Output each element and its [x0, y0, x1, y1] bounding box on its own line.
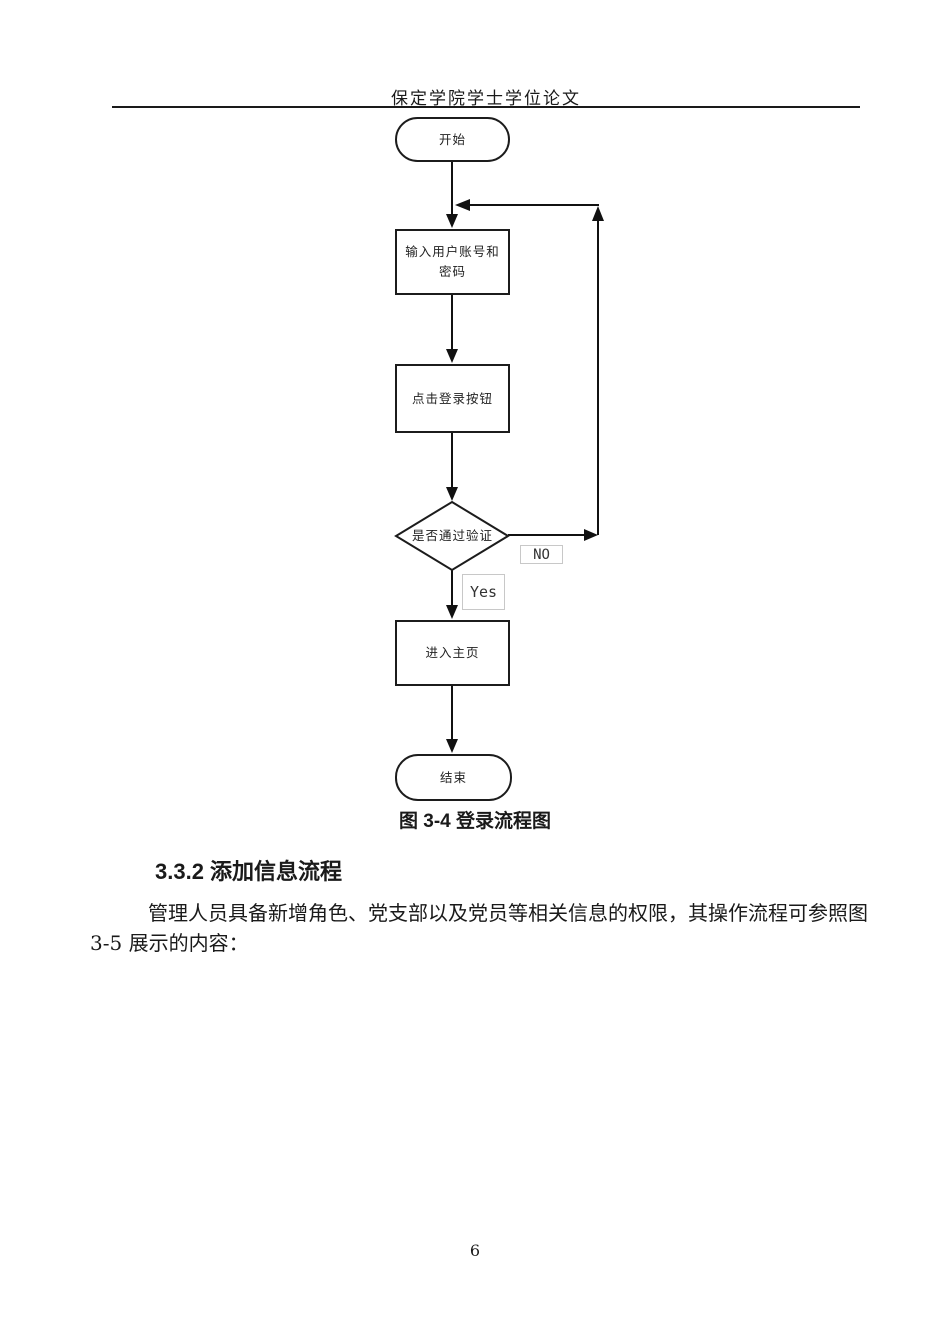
figure-caption: 图 3-4 登录流程图: [398, 811, 552, 832]
paragraph-line-2: 3-5 展示的内容：: [90, 931, 249, 955]
no-branch-label: NO: [520, 545, 563, 564]
verify-decision-label: 是否通过验证: [411, 528, 493, 543]
input-credentials-node: 输入用户账号和密码: [395, 229, 510, 295]
verify-decision-label-box: 是否通过验证: [397, 502, 508, 570]
enter-homepage-node: 进入主页: [395, 620, 510, 686]
no-branch-text: NO: [533, 546, 550, 563]
start-node-label: 开始: [438, 131, 466, 147]
end-node: 结束: [395, 754, 512, 801]
yes-branch-label: Yes: [462, 574, 505, 610]
arrowhead-down-verify: [446, 487, 458, 501]
input-credentials-label: 输入用户账号和密码: [405, 244, 500, 279]
header-rule: [112, 106, 860, 108]
decision-diamond: [394, 500, 510, 572]
yes-branch-text: Yes: [469, 583, 498, 601]
section-heading: 3.3.2 添加信息流程: [155, 859, 343, 884]
arrowhead-up-loop: [592, 206, 604, 221]
arrowhead-down-home: [446, 605, 458, 619]
click-login-label: 点击登录按钮: [411, 390, 493, 406]
enter-homepage-label: 进入主页: [425, 645, 480, 660]
paragraph-line-1: 管理人员具备新增角色、党支部以及党员等相关信息的权限，其操作流程可参照图: [148, 901, 868, 925]
end-node-label: 结束: [439, 769, 467, 785]
arrowhead-left-loop: [455, 199, 470, 211]
click-login-node: 点击登录按钮: [395, 364, 510, 433]
arrowhead-down-login: [446, 349, 458, 363]
page-number: 6: [469, 1241, 481, 1260]
page-header-title: 保定学院学士学位论文: [391, 89, 581, 109]
start-node: 开始: [395, 117, 510, 162]
arrowhead-down-end: [446, 739, 458, 753]
arrowhead-right-loop: [584, 529, 598, 541]
flowchart-connectors: [394, 162, 604, 753]
arrowhead-down-input: [446, 214, 458, 228]
